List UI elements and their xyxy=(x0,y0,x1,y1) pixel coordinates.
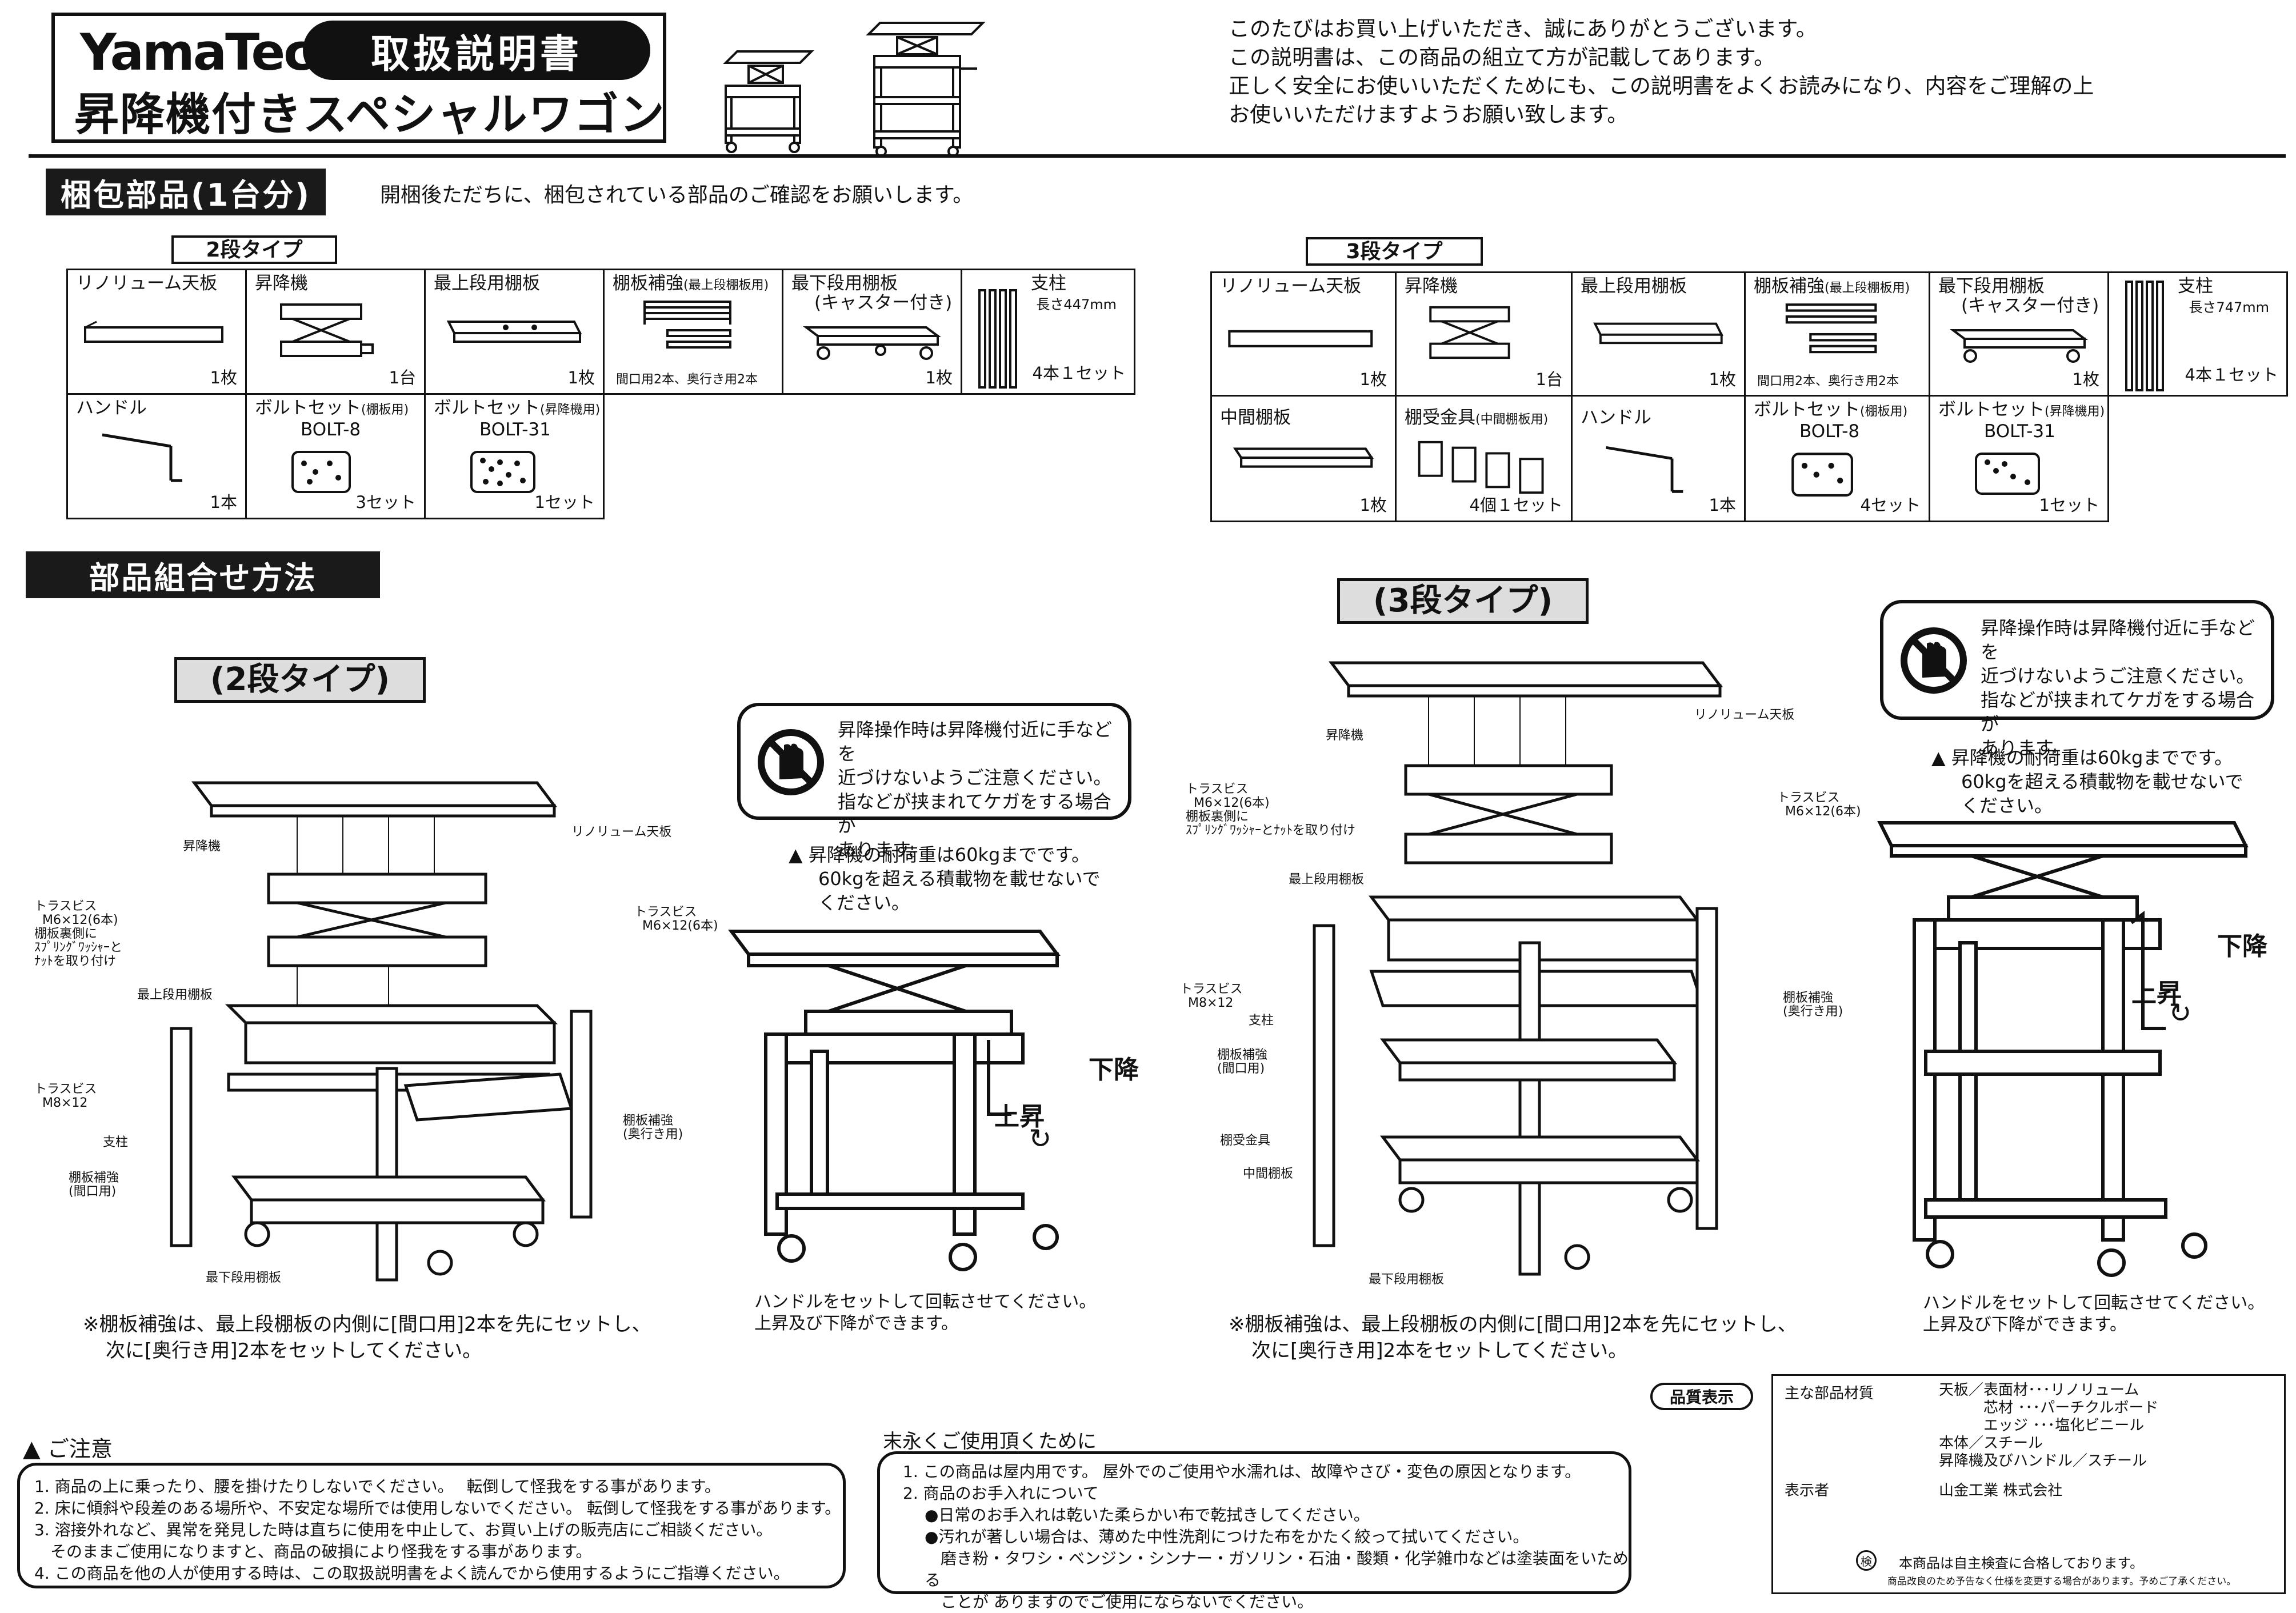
two-tier-exploded-diagram xyxy=(170,781,593,1282)
part-cell: リノリューム天板 1枚 xyxy=(66,269,247,395)
up-label-2tier: 上昇 xyxy=(994,1102,1045,1131)
rotate-arrow-icon: ↻ xyxy=(1029,1123,1052,1155)
two-tier-handle-note: ハンドルをセットして回転させてください。上昇及び下降ができます。 xyxy=(754,1292,1097,1334)
spec-change-note: 商品改良のため予告なく仕様を変更する場合があります。予めご了承ください。 xyxy=(1887,1576,2237,1587)
label-bottom-shelf: 最下段用棚板 xyxy=(206,1271,282,1285)
part-cell: ボルトセット(棚板用)BOLT-8 4セット xyxy=(1744,395,1930,522)
two-tier-parts-table: リノリューム天板 1枚 昇降機 1台 最上段用棚板 1枚 棚板補強(最上段棚板用… xyxy=(66,269,1135,519)
label-lift: 昇降機 xyxy=(183,839,221,854)
label-top-board: リノリューム天板 xyxy=(571,825,672,839)
warning-triangle-icon: ▲ xyxy=(789,844,803,866)
label-pillar-3tier: 支柱 xyxy=(1249,1014,1274,1028)
label-top-board-3tier: リノリューム天板 xyxy=(1694,708,1795,722)
up-label-3tier: 上昇 xyxy=(2131,979,2182,1008)
label-truss-m8: トラスビス M8×12 xyxy=(34,1082,97,1110)
part-cell: 支柱 長さ447mm 4本１セット xyxy=(961,269,1135,395)
down-label-2tier: 下降 xyxy=(1089,1055,1139,1084)
assembly-section-title: 部品組合せ方法 xyxy=(26,551,380,598)
quality-table: 主な部品材質 天板／表面材･･･リノリューム 芯材 ･･･パーチクルボード エッ… xyxy=(1771,1374,2286,1594)
warning-triangle-icon: ▲ xyxy=(1931,747,1946,769)
label-brace-front-3tier: 棚板補強(間口用) xyxy=(1217,1048,1268,1076)
caution-box: 1. 商品の上に乗ったり、腰を掛けたりしないでください。 転倒して怪我をする事が… xyxy=(17,1463,846,1588)
part-cell: ハンドル 1本 xyxy=(1571,395,1746,522)
three-tier-brace-note: ※棚板補強は、最上段棚板の内側に[間口用]2本を先にセットし、次に[奥行き用]2… xyxy=(1229,1313,1797,1362)
part-cell: 最下段用棚板(キャスター付き) 1枚 xyxy=(782,269,962,395)
two-tier-hand-warning: 昇降操作時は昇降機付近に手などを近づけないようご注意ください。 指などが挟まれて… xyxy=(737,703,1131,860)
label-middle-shelf-3tier: 中間棚板 xyxy=(1243,1167,1294,1181)
down-label-3tier: 下降 xyxy=(2217,932,2267,961)
care-heading: 末永くご使用頂くために xyxy=(883,1430,1097,1453)
quality-heading: 品質表示 xyxy=(1650,1383,1753,1410)
caution-heading: ▲ ご注意 xyxy=(23,1436,113,1462)
three-tier-assembled-cart xyxy=(1877,821,2249,1277)
brand-logo: YamaTec xyxy=(80,23,313,82)
part-cell: 最下段用棚板(キャスター付き) 1枚 xyxy=(1929,271,2109,397)
packing-section-title: 梱包部品(1台分) xyxy=(46,169,326,215)
label-brace-front: 棚板補強(間口用) xyxy=(69,1171,119,1199)
two-tier-brace-note: ※棚板補強は、最上段棚板の内側に[間口用]2本を先にセットし、次に[奥行き用]2… xyxy=(83,1313,651,1362)
header-title-box xyxy=(51,13,666,143)
three-tier-hand-warning: 昇降操作時は昇降機付近に手などを近づけないようご注意ください。 指などが挟まれて… xyxy=(1880,600,2274,759)
two-tier-assembly-tag: (2段タイプ) xyxy=(174,657,426,703)
part-cell: 棚受金具(中間棚板用) 4個１セット xyxy=(1395,395,1573,522)
label-top-shelf-3tier: 最上段用棚板 xyxy=(1289,872,1365,887)
label-brace-depth-3tier: 棚板補強(奥行き用) xyxy=(1783,991,1843,1019)
intro-text: このたびはお買い上げいただき、誠にありがとうございます。 この説明書は、この商品… xyxy=(1229,17,2094,127)
three-tier-handle-note: ハンドルをセットして回転させてください。上昇及び下降ができます。 xyxy=(1923,1293,2265,1335)
two-tier-assembled-cart xyxy=(728,930,1061,1271)
no-hands-icon xyxy=(758,729,824,795)
part-cell: 棚板補強(最上段棚板用) 間口用2本、奥行き用2本 xyxy=(1744,271,1930,397)
no-hands-icon xyxy=(1901,627,1967,694)
label-brace-depth: 棚板補強(奥行き用) xyxy=(623,1114,683,1142)
product-name: 昇降機付きスペシャルワゴン xyxy=(74,89,666,141)
header-wagon-illustrations xyxy=(723,22,986,157)
part-cell: 支柱 長さ747mm 4本１セット xyxy=(2107,271,2288,397)
part-cell: ボルトセット(昇降機用)BOLT-31 1セット xyxy=(1929,395,2109,522)
label-truss-m6-left-3tier: トラスビス M6×12(6本)棚板裏側にｽﾌﾟﾘﾝｸﾞﾜｯｼｬｰとﾅｯﾄを取り付… xyxy=(1186,782,1356,838)
label-bracket-3tier: 棚受金具 xyxy=(1220,1134,1271,1148)
part-cell: 最上段用棚板 1枚 xyxy=(424,269,605,395)
part-cell: 棚板補強(最上段棚板用) 間口用2本、奥行き用2本 xyxy=(603,269,783,395)
material-label: 主な部品材質 xyxy=(1785,1385,1874,1402)
three-tier-exploded-diagram xyxy=(1313,661,1723,1276)
maker-name: 山金工業 株式会社 xyxy=(1939,1482,2063,1499)
label-top-shelf: 最上段用棚板 xyxy=(137,988,213,1002)
care-box: 1. この商品は屋内用です。 屋外でのご使用や水濡れは、故障やさび・変色の原因と… xyxy=(877,1451,1631,1611)
two-tier-parts-tag: 2段タイプ xyxy=(171,235,337,264)
three-tier-parts-tag: 3段タイプ xyxy=(1306,237,1483,266)
material-list: 天板／表面材･･･リノリューム 芯材 ･･･パーチクルボード エッジ ･･･塩化… xyxy=(1939,1382,2159,1470)
label-pillar: 支柱 xyxy=(103,1135,129,1150)
inspection-note: 本商品は自主検査に合格しております。 xyxy=(1899,1555,2144,1571)
label-truss-m8-3tier: トラスビス M8×12 xyxy=(1180,982,1243,1010)
manual-label: 取扱説明書 xyxy=(303,21,650,80)
three-tier-assembly-tag: (3段タイプ) xyxy=(1337,578,1589,624)
maker-label: 表示者 xyxy=(1785,1482,1830,1499)
part-cell: 昇降機 1台 xyxy=(1395,271,1573,397)
rotate-arrow-icon: ↻ xyxy=(2169,997,2192,1029)
label-lift-3tier: 昇降機 xyxy=(1326,729,1364,743)
part-cell: ハンドル 1本 xyxy=(66,393,247,519)
part-cell: ボルトセット(棚板用)BOLT-8 3セット xyxy=(245,393,426,519)
warning-triangle-icon: ▲ xyxy=(23,1436,41,1462)
inspection-mark-icon: 検 xyxy=(1856,1550,1877,1571)
label-truss-m6-left: トラスビス M6×12(6本)棚板裏側にｽﾌﾟﾘﾝｸﾞﾜｯｼｬｰとﾅｯﾄを取り付… xyxy=(34,899,123,968)
two-tier-load-warning: ▲ 昇降機の耐荷重は60kgまでです。 60kgを超える積載物を載せないで くだ… xyxy=(789,844,1101,914)
header-divider xyxy=(29,154,2286,158)
label-truss-m6-right-3tier: トラスビス M6×12(6本) xyxy=(1777,791,1861,819)
packing-note: 開梱後ただちに、梱包されている部品のご確認をお願いします。 xyxy=(380,183,974,207)
part-cell: 昇降機 1台 xyxy=(245,269,426,395)
part-cell: 中間棚板 1枚 xyxy=(1210,395,1397,522)
part-cell: リノリューム天板 1枚 xyxy=(1210,271,1397,397)
label-bottom-shelf-3tier: 最下段用棚板 xyxy=(1369,1272,1445,1287)
three-tier-parts-table: リノリューム天板 1枚 昇降機 1台 最上段用棚板 1枚 棚板補強(最上段棚板用… xyxy=(1210,271,2288,522)
part-cell: 最上段用棚板 1枚 xyxy=(1571,271,1746,397)
part-cell: ボルトセット(昇降機用)BOLT-31 1セット xyxy=(424,393,605,519)
label-truss-m6-right: トラスビス M6×12(6本) xyxy=(634,905,718,933)
three-tier-load-warning: ▲ 昇降機の耐荷重は60kgまでです。 60kgを超える積載物を載せないで くだ… xyxy=(1931,747,2243,816)
